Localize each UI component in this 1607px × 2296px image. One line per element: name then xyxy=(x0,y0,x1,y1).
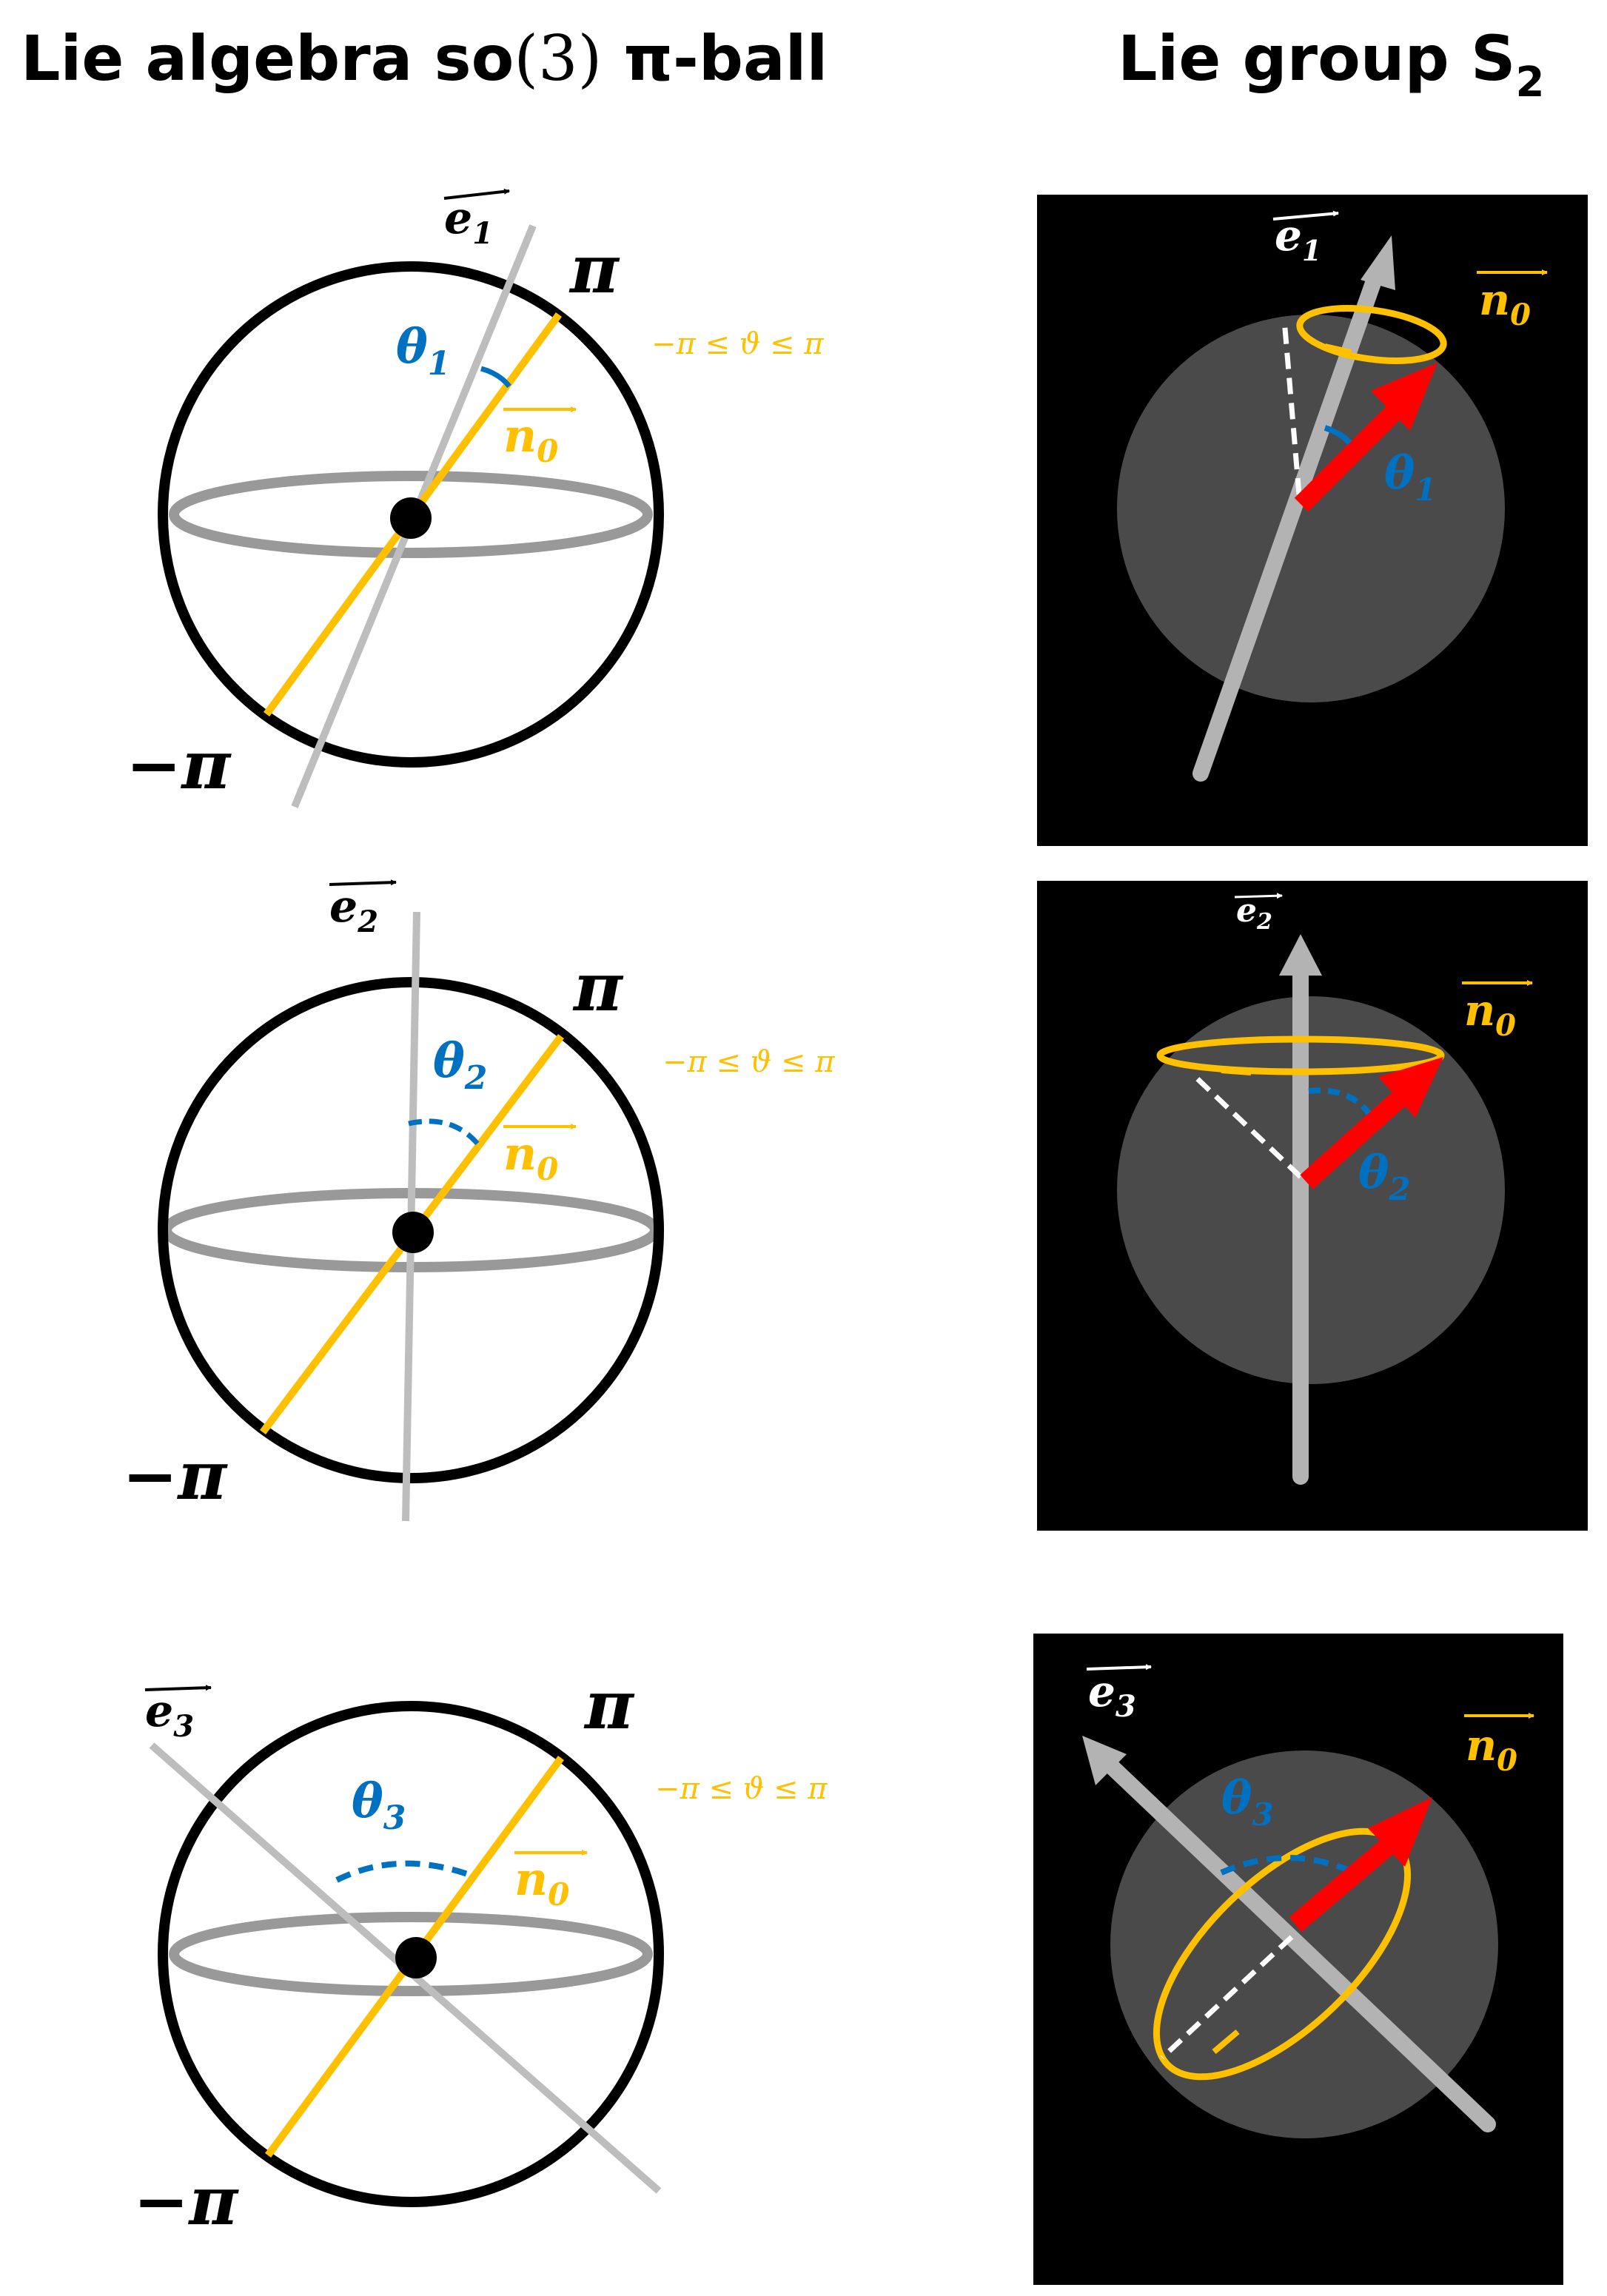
ball-center xyxy=(395,1937,437,1978)
ball-outline xyxy=(158,1701,664,2207)
left-column-title: Lie algebra so(3) π-ball xyxy=(21,22,828,95)
right-column-title: Lie group S2 xyxy=(1118,22,1544,107)
lie-group-panel-2: e2 n0 θ2 xyxy=(1037,881,1588,1531)
pi-bottom-label: −π xyxy=(126,726,232,805)
theta-arc xyxy=(335,1860,475,1883)
n0-label: n0 xyxy=(503,1127,558,1187)
dashed-radius xyxy=(1160,1935,1294,2060)
e3-label: e3 xyxy=(1088,1666,1136,1724)
n0-label: n0 xyxy=(514,1852,569,1913)
e3-vector-arrow xyxy=(144,1685,212,1691)
n0-label: n0 xyxy=(1464,985,1516,1043)
e1-label: e1 xyxy=(444,192,493,251)
e1-axis-arrowhead xyxy=(1361,235,1395,290)
theta-label: θ2 xyxy=(433,1033,487,1097)
sphere xyxy=(1117,996,1505,1384)
equator-ellipse xyxy=(169,1912,653,1996)
ball-outline xyxy=(158,261,664,768)
range-label: −π ≤ ϑ ≤ π xyxy=(651,327,824,361)
pi-ball-row-2: e2 π −π θ2 n0 −π ≤ ϑ ≤ π xyxy=(122,879,835,1522)
e2-vector-arrow xyxy=(329,879,397,886)
pi-top-label: π xyxy=(568,230,620,309)
pi-bottom-label: −π xyxy=(122,1437,228,1515)
theta-label: θ2 xyxy=(1358,1145,1411,1207)
lie-group-panel-1: e1 n0 θ1 xyxy=(1037,195,1588,846)
n0-red-arrowhead xyxy=(1371,363,1437,431)
e2-label: e2 xyxy=(1236,892,1272,935)
n0-red-arrowhead xyxy=(1368,1797,1432,1867)
n0-red-arrow-shaft xyxy=(1289,1836,1398,1932)
theta-arc xyxy=(1220,1855,1356,1876)
ball-outline xyxy=(158,977,664,1483)
ball-center xyxy=(390,497,432,539)
lie-group-panel-3: e3 n0 θ3 xyxy=(1033,1634,1563,2285)
e1-label: e1 xyxy=(1275,210,1321,267)
precession-direction-arrow xyxy=(1212,2029,1240,2055)
pi-ball-row-3: e3 π −π θ3 n0 −π ≤ ϑ ≤ π xyxy=(133,1666,828,2240)
precession-direction-arrow xyxy=(1324,343,1352,355)
e3-axis-shaft xyxy=(1102,1757,1496,2132)
theta-label: θ1 xyxy=(1384,446,1437,508)
e3-label: e3 xyxy=(145,1685,194,1744)
equator-ellipse xyxy=(169,471,653,558)
e3-axis-arrowhead xyxy=(1082,1736,1127,1785)
pi-top-label: π xyxy=(583,1666,635,1745)
precession-circle xyxy=(1296,305,1447,364)
range-label: −π ≤ ϑ ≤ π xyxy=(655,1772,828,1806)
pi-ball-row-1: e1 π −π θ1 n0 −π ≤ ϑ ≤ π xyxy=(126,188,824,808)
theta-label: θ1 xyxy=(396,319,450,383)
theta-label: θ3 xyxy=(352,1773,406,1837)
n0-red-arrow-shaft xyxy=(1300,1088,1409,1189)
pi-top-label: π xyxy=(572,948,624,1027)
ball-center xyxy=(392,1212,434,1253)
dashed-radius xyxy=(1281,319,1302,495)
theta-arc xyxy=(408,1118,480,1146)
theta-arc xyxy=(1323,425,1354,446)
pi-bottom-label: −π xyxy=(133,2162,239,2240)
e1-vector-arrow xyxy=(1272,210,1339,221)
n0-red-arrow-shaft xyxy=(1294,403,1403,512)
precession-circle xyxy=(1156,1035,1445,1075)
e2-axis-arrowhead xyxy=(1279,934,1322,976)
e3-vector-arrow xyxy=(1086,1664,1152,1671)
e2-label: e2 xyxy=(329,881,378,939)
precession-direction-arrow xyxy=(1221,1067,1252,1075)
n0-label: n0 xyxy=(503,409,558,469)
n0-red-arrowhead xyxy=(1378,1057,1443,1118)
n0-label: n0 xyxy=(1479,275,1531,332)
theta-arc xyxy=(1308,1087,1372,1116)
range-label: −π ≤ ϑ ≤ π xyxy=(662,1045,835,1079)
n0-label: n0 xyxy=(1466,1720,1517,1778)
e1-vector-arrow xyxy=(443,188,510,200)
theta-arc xyxy=(480,366,511,389)
theta-label: θ3 xyxy=(1221,1770,1274,1833)
e2-vector-arrow xyxy=(1234,893,1283,899)
